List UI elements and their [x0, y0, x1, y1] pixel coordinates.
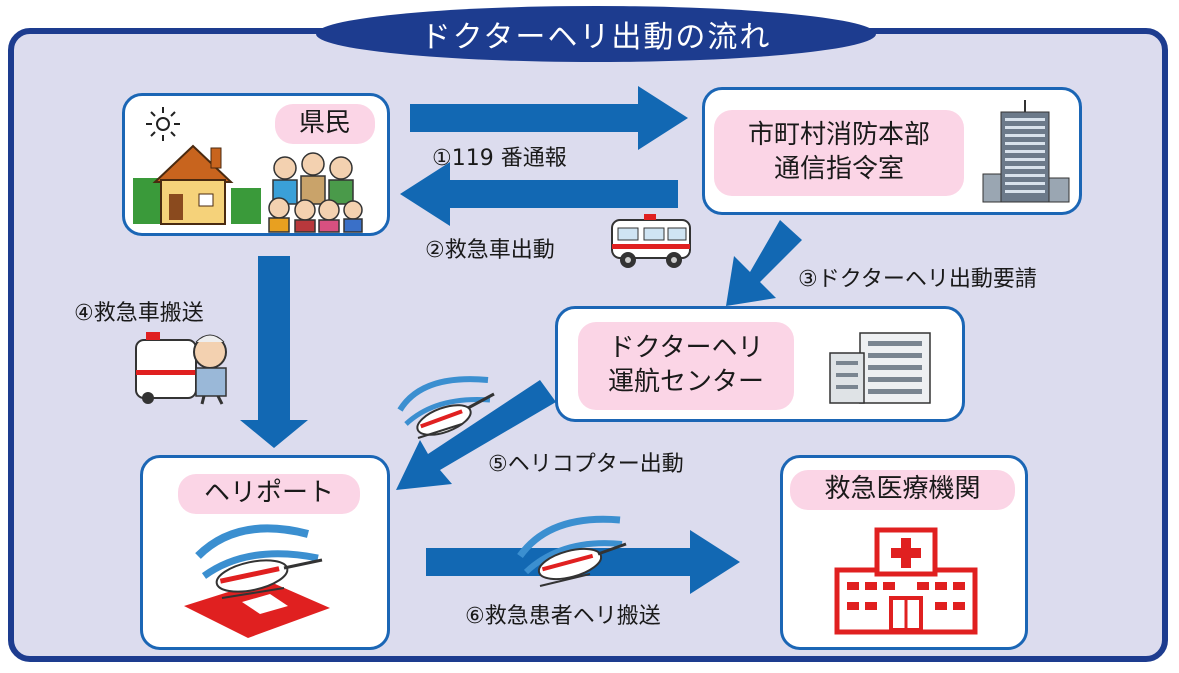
ambulance-icon — [611, 214, 691, 268]
sun-icon — [146, 107, 180, 141]
step-5-label: ⑤ヘリコプター出動 — [488, 452, 684, 477]
family-icon — [268, 152, 363, 233]
center-building-icon — [829, 332, 931, 404]
label-heli-center-line1: ドクターヘリ — [608, 333, 764, 364]
step-2-label: ②救急車出動 — [425, 238, 555, 263]
step-1-label: ①119 番通報 — [432, 146, 567, 171]
helicopter-icon — [517, 515, 627, 587]
label-fire-department-line1: 市町村消防本部 — [747, 120, 930, 151]
step-3-label: ③ドクターヘリ出動要請 — [798, 267, 1037, 292]
helicopter-icon — [397, 376, 495, 439]
label-residents: 県民 — [275, 104, 375, 144]
helicopter-icon — [184, 524, 330, 638]
hospital-icon — [834, 527, 978, 635]
arrow-step-3 — [726, 220, 802, 306]
arrow-step-5 — [396, 380, 556, 490]
label-hospital: 救急医療機関 — [790, 470, 1015, 510]
step-6-label: ⑥救急患者ヘリ搬送 — [465, 604, 661, 629]
arrow-step-2 — [400, 162, 678, 226]
label-heli-center-line2: 運航センター — [607, 367, 764, 397]
page-title: ドクターヘリ出動の流れ — [316, 6, 876, 62]
arrow-step-4 — [240, 256, 308, 448]
office-building-icon — [982, 100, 1070, 203]
label-fire-department-line2: 通信指令室 — [773, 154, 904, 184]
label-fire-department: 市町村消防本部 通信指令室 — [714, 110, 964, 196]
label-heliport: ヘリポート — [178, 474, 360, 514]
worried-person-icon — [135, 332, 227, 405]
house-icon — [133, 144, 261, 225]
label-heli-center: ドクターヘリ 運航センター — [578, 322, 794, 410]
step-4-label: ④救急車搬送 — [74, 301, 204, 326]
arrow-step-1 — [410, 86, 688, 150]
